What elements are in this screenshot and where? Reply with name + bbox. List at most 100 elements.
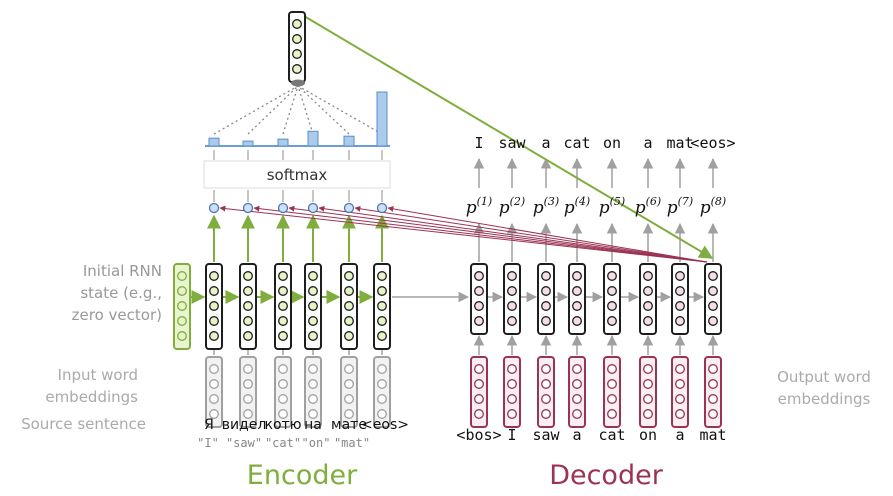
encoder-word-embedding-unit <box>377 394 387 404</box>
encoder-hidden-state-unit <box>243 301 253 311</box>
encoder-hidden-state <box>205 263 223 350</box>
context-vector-unit <box>292 34 302 44</box>
encoder-hidden-state-unit <box>377 331 387 341</box>
decoder-query-arrow <box>253 205 708 263</box>
decoder-hidden-state-unit <box>675 271 685 281</box>
decoder-hidden-state-frame <box>568 263 586 335</box>
decoder-word-embedding-unit <box>708 379 718 389</box>
decoder-hidden-state-unit <box>607 316 617 326</box>
decoder-input-token: I <box>507 426 516 444</box>
source-gloss: "cat" <box>265 436 301 450</box>
encoder-word-embedding-unit <box>243 409 253 419</box>
source-token: видел <box>222 417 267 433</box>
decoder-word-embedding-unit <box>474 379 484 389</box>
probability-label: p(4) <box>564 195 590 218</box>
decoder-query-arrow <box>288 205 708 263</box>
decoder-hidden-state <box>704 263 722 335</box>
decoder-hidden-state-unit <box>572 271 582 281</box>
decoder-hidden-state <box>470 263 488 335</box>
encoder-hidden-state <box>239 263 257 350</box>
probability-label: p(2) <box>499 195 525 218</box>
decoder-hidden-state-unit <box>474 316 484 326</box>
encoder-hidden-state-unit <box>209 316 219 326</box>
encoder-hidden-state-unit <box>377 286 387 296</box>
probability-label: p(3) <box>533 195 559 218</box>
decoder-hidden-state-unit <box>643 316 653 326</box>
decoder-hidden-state-unit <box>675 301 685 311</box>
encoder-word-embedding-unit <box>209 379 219 389</box>
decoder-output-token: on <box>603 134 621 152</box>
encoder-hidden-state-unit <box>209 286 219 296</box>
context-vector-unit <box>292 49 302 59</box>
encoder-hidden-state-unit <box>209 271 219 281</box>
decoder-query-arrow <box>219 205 708 263</box>
decoder-output-token: I <box>474 134 483 152</box>
decoder-label: Decoder <box>549 460 664 491</box>
encoder-word-embedding-unit <box>209 364 219 374</box>
decoder-hidden-state <box>503 263 521 335</box>
source-gloss: "mat" <box>334 436 370 450</box>
encoder-word-embedding-unit <box>344 364 354 374</box>
decoder-input-token: on <box>639 426 657 444</box>
decoder-word-embedding-unit <box>643 394 653 404</box>
decoder-word-embedding-unit <box>675 379 685 389</box>
encoder-hidden-state-unit <box>278 316 288 326</box>
decoder-hidden-state-frame <box>603 263 621 335</box>
decoder-hidden-state-unit <box>607 286 617 296</box>
weighted-sum-line <box>282 85 299 135</box>
attention-weight-bar <box>242 140 254 147</box>
decoder-input-token: a <box>675 426 684 444</box>
attention-weight-bar <box>307 130 319 147</box>
weighted-sum-line <box>297 85 383 135</box>
connection-arrows <box>191 15 719 355</box>
encoder-word-embedding-unit <box>377 364 387 374</box>
decoder-word-embedding-unit <box>541 409 551 419</box>
weighted-sum-line <box>247 85 299 135</box>
decoder-input-token: <bos> <box>456 426 501 444</box>
decoder-hidden-state-unit <box>541 271 551 281</box>
decoder-word-embedding-unit <box>541 394 551 404</box>
encoder-hidden-state-unit <box>308 286 318 296</box>
decoder-word-embedding-frame <box>704 356 722 428</box>
decoder-word-embedding-frame <box>537 356 555 428</box>
decoder-hidden-state-frame <box>470 263 488 335</box>
decoder-input-token: saw <box>532 426 560 444</box>
decoder-query-arrow <box>354 205 708 263</box>
decoder-word-embedding-unit <box>675 409 685 419</box>
encoder-hidden-state-unit <box>344 271 354 281</box>
initial-state-line-3: zero vector) <box>72 306 162 324</box>
decoder-output-token: a <box>643 134 652 152</box>
encoder-hidden-state-unit <box>308 331 318 341</box>
decoder-hidden-state-unit <box>643 271 653 281</box>
encoder-hidden-state <box>373 263 391 350</box>
source-gloss: "on" <box>302 436 331 450</box>
decoder-word-embedding-unit <box>708 409 718 419</box>
decoder-hidden-state-unit <box>675 286 685 296</box>
encoder-word-embedding <box>239 356 257 428</box>
decoder-word-embedding-unit <box>607 379 617 389</box>
encoder-word-embedding-unit <box>377 379 387 389</box>
encoder-hidden-state-unit <box>243 316 253 326</box>
source-token: Я <box>204 417 214 433</box>
decoder-word-embedding <box>603 356 621 428</box>
softmax-label: softmax <box>267 166 328 184</box>
encoder-hidden-state <box>274 263 292 350</box>
encoder-word-embedding-unit <box>278 394 288 404</box>
attention-score <box>242 202 254 214</box>
attention-score <box>307 202 319 214</box>
weighted-sum-line <box>297 85 314 135</box>
output-embeddings-note: Output word embeddings <box>777 368 871 408</box>
decoder-word-embedding-unit <box>507 409 517 419</box>
decoder-hidden-state-unit <box>572 286 582 296</box>
encoder-word-embedding-frame <box>239 356 257 428</box>
encoder-word-embedding-frame <box>205 356 223 428</box>
probability-label: p(8) <box>700 195 726 218</box>
probability-label: p(7) <box>667 195 693 218</box>
decoder-word-embedding-frame <box>671 356 689 428</box>
decoder-hidden-state-unit <box>474 286 484 296</box>
decoder-hidden-state <box>639 263 657 335</box>
decoder-input-token: a <box>572 426 581 444</box>
encoder-hidden-state-unit <box>308 271 318 281</box>
encoder-hidden-state-unit <box>278 301 288 311</box>
decoder-hidden-state <box>537 263 555 335</box>
